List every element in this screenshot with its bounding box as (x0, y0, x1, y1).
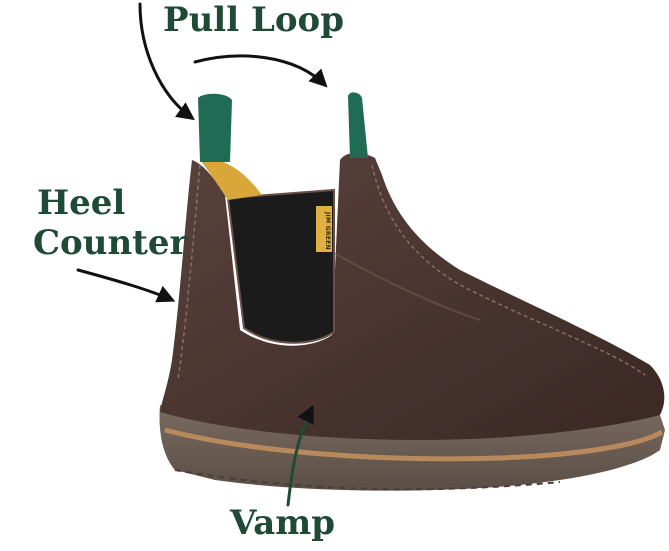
brand-tag-text: JIM GREEN (324, 212, 331, 250)
label-vamp: Vamp (230, 503, 336, 543)
elastic-gusset (226, 188, 335, 344)
label-heel-counter-line1: Heel (37, 183, 126, 223)
outsole (159, 405, 665, 491)
pull-loops (198, 92, 368, 162)
label-heel-counter: Heel Counter (33, 183, 187, 263)
arrow-heel-counter (76, 268, 176, 303)
label-pull-loop: Pull Loop (163, 0, 344, 40)
arrow-pull-loop-right (193, 54, 328, 88)
vamp-arrow (286, 404, 314, 507)
label-heel-counter-line2: Counter (33, 223, 188, 263)
arrow-pull-loop-left (138, 2, 195, 121)
brand-tag (316, 206, 332, 252)
boot-lining (200, 158, 262, 200)
callout-arrows (76, 2, 328, 303)
